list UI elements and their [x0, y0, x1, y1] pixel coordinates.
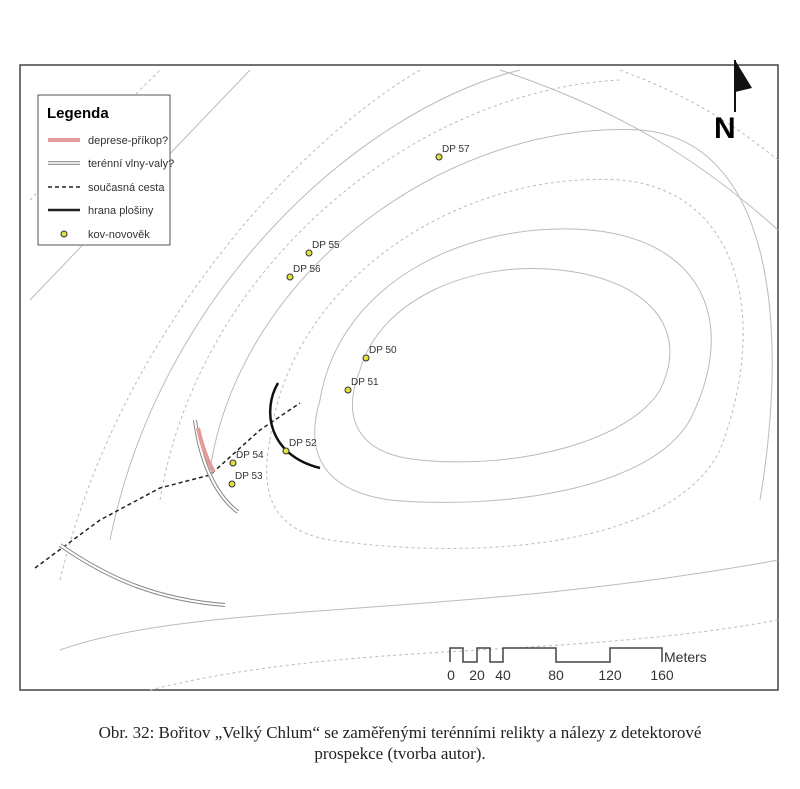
scale-tick: 0 — [447, 667, 455, 683]
find-point-label: DP 53 — [235, 471, 263, 482]
find-point-label: DP 57 — [442, 144, 470, 155]
find-point-marker — [435, 153, 443, 161]
find-point-marker — [286, 273, 294, 281]
scale-tick: 20 — [469, 667, 485, 683]
legend-label: hrana plošiny — [88, 205, 154, 217]
ditch — [196, 427, 216, 474]
find-point-label: DP 54 — [236, 450, 264, 461]
legend-label: deprese-příkop? — [88, 135, 168, 147]
legend-label: současná cesta — [88, 182, 165, 194]
find-point-marker — [362, 354, 370, 362]
find-point-marker — [228, 480, 236, 488]
legend-title: Legenda — [47, 105, 109, 122]
current-road — [34, 402, 301, 569]
north-arrow: N — [714, 60, 752, 145]
figure-caption: Obr. 32: Bořitov „Velký Chlum“ se zaměře… — [0, 722, 800, 764]
legend-label: kov-novověk — [88, 229, 150, 241]
find-point-marker — [305, 249, 313, 257]
find-point-marker — [282, 447, 290, 455]
scale-tick: 40 — [495, 667, 511, 683]
find-point-label: DP 51 — [351, 377, 379, 388]
legend: Legenda deprese-příkop? terénní vlny-val… — [37, 94, 174, 246]
find-point-label: DP 56 — [293, 264, 321, 275]
find-point-label: DP 52 — [289, 438, 317, 449]
scale-bar: Meters 0 20 40 80 120 160 — [447, 647, 707, 683]
map: DP 57 DP 55 DP 56 DP 50 DP 51 DP 52 DP 54 DP 53… — [19, 60, 779, 691]
plateau-edge — [268, 382, 321, 470]
find-point-label: DP 55 — [312, 240, 340, 251]
scale-tick: 120 — [598, 667, 622, 683]
find-point-label: DP 50 — [369, 345, 397, 356]
north-label: N — [714, 112, 736, 145]
caption-line: Obr. 32: Bořitov „Velký Chlum“ se zaměře… — [98, 723, 702, 742]
scale-unit: Meters — [664, 649, 707, 665]
legend-label: terénní vlny-valy? — [88, 158, 174, 170]
find-point-marker — [229, 459, 237, 467]
scale-tick: 80 — [548, 667, 564, 683]
caption-line: prospekce (tvorba autor). — [314, 744, 486, 763]
find-point-marker — [344, 386, 352, 394]
scale-tick: 160 — [650, 667, 674, 683]
find-points: DP 57 DP 55 DP 56 DP 50 DP 51 DP 52 DP 54 DP 53 — [228, 144, 470, 488]
